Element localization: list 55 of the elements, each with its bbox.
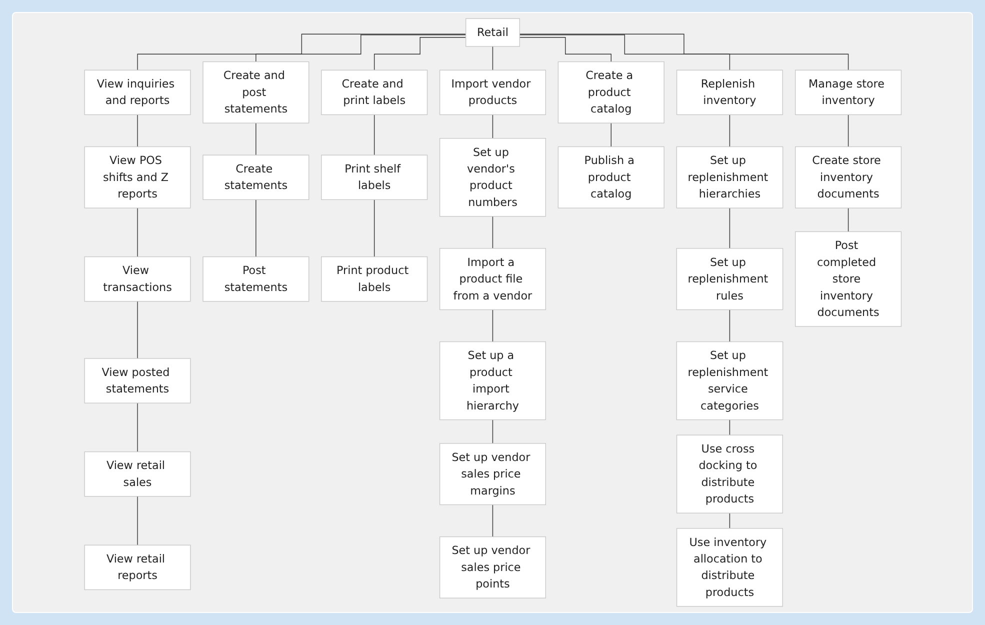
connector [518, 34, 730, 70]
node-box: View retail sales [84, 451, 190, 497]
connector [492, 504, 493, 538]
node-box: View inquiries and reports [84, 70, 190, 116]
node-box: View POS shifts and Z reports [84, 146, 190, 208]
connector [255, 122, 256, 156]
connector [728, 208, 730, 249]
connector [728, 512, 730, 529]
connector [492, 46, 493, 70]
node-box: View posted statements [84, 358, 190, 404]
connector [136, 402, 138, 452]
node-box: Create and print labels [320, 70, 428, 116]
connector [374, 37, 466, 70]
node-box: Set up replenishment rules [676, 248, 783, 310]
node-box: Create statements [202, 154, 309, 200]
node-box: Create store inventory documents [794, 146, 902, 208]
connector [255, 199, 256, 258]
connector [728, 309, 730, 342]
node-box: Retail [465, 18, 520, 47]
node-box: Set up replenishment hierarchies [676, 146, 783, 208]
node-box: Set up vendor's product numbers [439, 138, 546, 217]
node-box: View transactions [84, 256, 190, 302]
connector [728, 419, 730, 436]
node-box: Import a product file from a vendor [439, 248, 546, 310]
node-box: Set up replenishment service categories [676, 341, 783, 420]
connector [728, 114, 730, 148]
connector [518, 34, 848, 70]
connector [492, 216, 493, 249]
connector [492, 309, 493, 342]
connector [610, 122, 612, 148]
node-box: Create a product catalog [557, 61, 664, 124]
connector [492, 419, 493, 444]
connector [136, 208, 138, 258]
node-box: Set up vendor sales price points [439, 536, 546, 598]
node-box: Post completed store inventory documents [794, 231, 902, 327]
node-box: Import vendor products [439, 70, 546, 116]
node-box: View retail reports [84, 544, 190, 590]
node-box: Set up a product import hierarchy [439, 341, 546, 420]
connector [492, 114, 493, 139]
node-box: Print shelf labels [320, 154, 428, 200]
connector [136, 496, 138, 546]
connector [255, 34, 466, 62]
connector [136, 301, 138, 359]
connector [136, 34, 466, 70]
connector [136, 114, 138, 148]
node-box: Set up vendor sales price margins [439, 443, 546, 506]
node-box: Post statements [202, 256, 309, 302]
node-box: Publish a product catalog [557, 146, 664, 208]
node-box: Replenish inventory [676, 70, 783, 116]
node-box: Manage store inventory [794, 70, 902, 116]
node-box: Create and post statements [202, 61, 309, 124]
node-box: Use cross docking to distribute products [676, 434, 783, 514]
connector [518, 37, 612, 62]
node-box: Print product labels [320, 256, 428, 302]
node-box: Use inventory allocation to distribute products [676, 528, 783, 607]
